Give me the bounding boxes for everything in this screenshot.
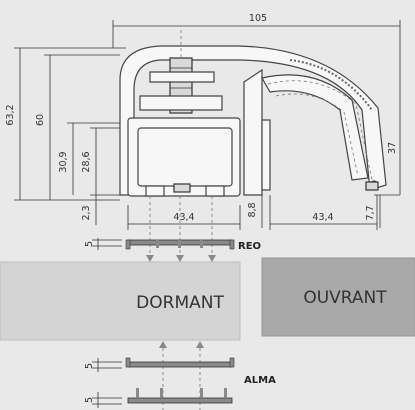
dim-inner-height-2-label: 28,6	[81, 151, 92, 172]
dim-frame-height-label: 60	[35, 114, 46, 126]
alma-label: ALMA	[244, 375, 276, 386]
dim-inner-height: 30,9	[58, 122, 120, 195]
dim-frame-height: 60	[35, 54, 120, 200]
ouvrant-label: OUVRANT	[303, 288, 387, 308]
dim-bottom-thickness-label: 5	[84, 397, 95, 403]
dim-dormant-width-label: 43,4	[173, 212, 194, 223]
dim-right-height-label: 37	[387, 142, 398, 154]
dim-total-height-label: 63,2	[5, 104, 16, 125]
dim-right-height: 37	[387, 100, 401, 195]
dim-alma-thickness-label: 5	[84, 363, 95, 369]
dormant-panel: DORMANT	[0, 261, 241, 341]
guide-lines	[146, 196, 216, 262]
reo-strip: REO	[125, 239, 261, 252]
dim-ouvrant-width-label: 43,4	[312, 212, 333, 223]
dim-sash-offset-label: 8,8	[247, 202, 258, 217]
dim-right-base: 7,7	[365, 194, 400, 228]
dim-inner-height-2: 28,6	[81, 127, 120, 195]
dim-ouvrant-width: 43,4	[269, 195, 378, 230]
dormant-label: DORMANT	[136, 293, 224, 313]
alma-strip: ALMA	[125, 357, 276, 386]
bottom-strip	[127, 388, 233, 404]
ouvrant-panel: OUVRANT	[261, 257, 415, 337]
dim-base-offset: 2,3	[81, 194, 120, 225]
reo-label: REO	[238, 241, 261, 252]
dim-bottom-thickness: 5	[84, 392, 122, 408]
dim-inner-height-label: 30,9	[58, 151, 69, 172]
profile-cross-section	[119, 30, 387, 197]
dim-right-base-label: 7,7	[365, 205, 376, 220]
dim-alma-thickness: 5	[84, 358, 122, 372]
dim-dormant-width: 43,4	[127, 205, 241, 230]
dim-reo-thickness: 5	[84, 238, 122, 250]
dim-top-width-label: 105	[249, 13, 267, 24]
dim-top-width: 105	[112, 13, 401, 100]
dim-total-height: 63,2	[5, 47, 126, 201]
dim-reo-thickness-label: 5	[84, 241, 95, 247]
dim-base-offset-label: 2,3	[81, 205, 92, 220]
